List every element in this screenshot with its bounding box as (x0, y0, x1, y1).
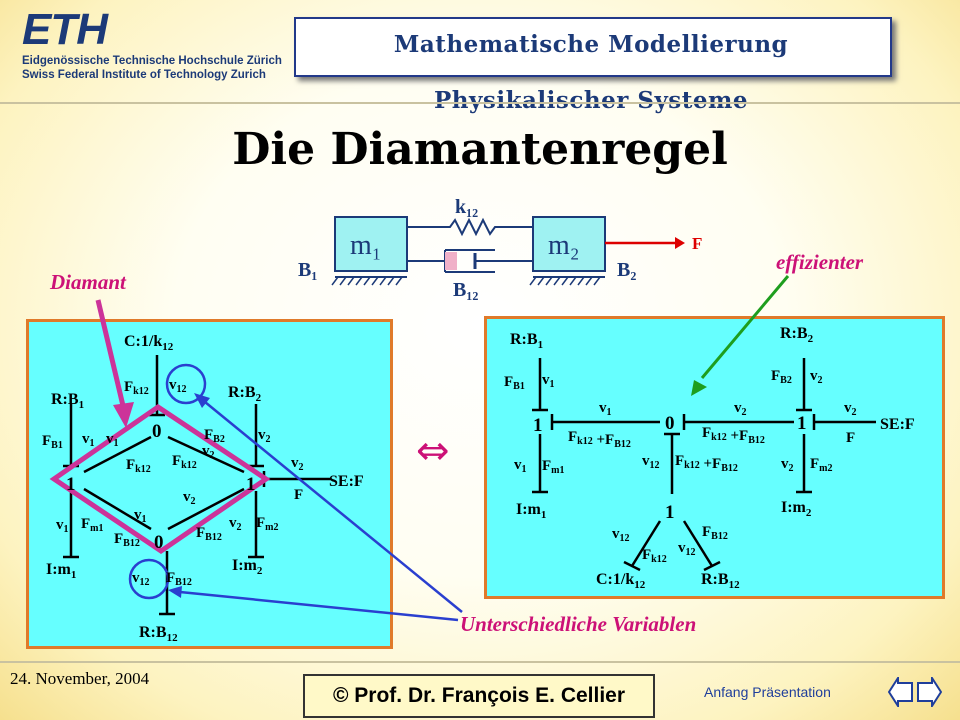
svg-text:R:B2: R:B2 (228, 384, 262, 404)
arrow-right-icon[interactable] (916, 677, 942, 707)
label-k12: k₁₂ (455, 196, 479, 218)
equivalence-icon: ⇔ (416, 428, 450, 474)
header-divider (0, 102, 960, 104)
highlight-circle-top (165, 363, 207, 405)
institution-en: Swiss Federal Institute of Technology Zu… (22, 69, 266, 81)
course-banner (294, 17, 892, 77)
page-title: Die Diamantenregel (232, 124, 728, 175)
institution-de: Eidgenössische Technische Hochschule Zür… (22, 55, 282, 67)
label-b2: B₂ (617, 259, 637, 281)
left-bondgraph: 0 0 1 1 C:1/k12 R:B1 R:B2 SE:F I:m1 I:m2… (42, 333, 364, 644)
svg-text:1: 1 (665, 502, 675, 523)
svg-text:I:m2: I:m2 (781, 499, 812, 519)
svg-text:I:m1: I:m1 (46, 561, 76, 581)
svg-text:1: 1 (246, 474, 256, 495)
label-b1: B₁ (298, 259, 318, 281)
svg-text:I:m1: I:m1 (516, 501, 546, 521)
annotation-effizienter: effizienter (776, 250, 864, 274)
label-m2: m₂ (548, 230, 580, 261)
label-b12: B₁₂ (453, 279, 479, 301)
svg-text:R:B1: R:B1 (510, 331, 543, 351)
mechanical-schematic (331, 216, 685, 286)
diamant-arrow (95, 299, 127, 411)
mass-m2-box (532, 216, 606, 272)
label-force: F (692, 234, 703, 253)
svg-text:0: 0 (665, 413, 675, 434)
variables-arrow-bottom (179, 590, 459, 622)
label-m1: m₁ (350, 230, 382, 261)
svg-text:C:1/k12: C:1/k12 (124, 333, 174, 353)
svg-text:1: 1 (797, 413, 807, 434)
spring-icon (407, 217, 533, 237)
copyright-banner: © Prof. Dr. François E. Cellier (303, 674, 655, 718)
arrow-left-icon[interactable] (888, 677, 914, 707)
svg-text:0: 0 (152, 421, 162, 442)
diamond-outline (49, 403, 271, 555)
svg-text:1: 1 (66, 474, 76, 495)
svg-text:F: F (294, 487, 303, 503)
variables-arrow-top (204, 401, 463, 613)
svg-text:R:B1: R:B1 (51, 391, 84, 411)
effizienter-arrow (700, 275, 790, 379)
svg-text:1: 1 (533, 415, 543, 436)
start-presentation-link[interactable]: Anfang Präsentation (704, 684, 831, 700)
svg-text:F: F (846, 430, 855, 446)
mass-m1-box (334, 216, 408, 272)
footer-date: 24. November, 2004 (10, 669, 150, 688)
svg-text:I:m2: I:m2 (232, 557, 263, 577)
right-bondgraph: 1 0 1 1 R:B1 R:B2 SE:F I:m1 I:m2 C:1/k12… (504, 325, 915, 591)
svg-text:SE:F: SE:F (329, 473, 364, 490)
highlight-circle-bottom (128, 558, 170, 600)
ground-hatch-icon (331, 276, 403, 286)
course-title: Mathematische Modellierung Physikalische… (393, 31, 789, 114)
eth-logo: ETH (22, 5, 108, 54)
svg-text:C:1/k12: C:1/k12 (596, 571, 646, 591)
svg-text:R:B2: R:B2 (780, 325, 814, 345)
annotation-unterschiedliche: Unterschiedliche Variablen (460, 612, 697, 636)
svg-text:SE:F: SE:F (880, 416, 915, 433)
footer-divider (0, 661, 960, 663)
svg-text:0: 0 (154, 532, 164, 553)
annotation-diamant: Diamant (50, 270, 126, 294)
